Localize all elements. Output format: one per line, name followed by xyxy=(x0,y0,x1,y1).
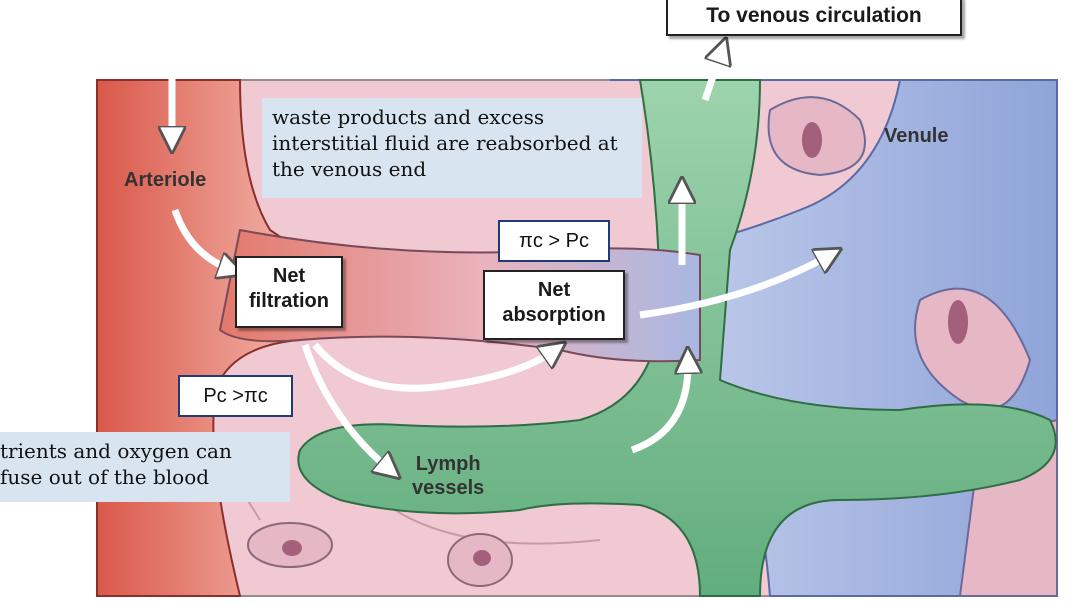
tissue-cells xyxy=(247,522,513,587)
arterial-condition-box: Pc >πc xyxy=(178,375,293,417)
net-absorption-box: Net absorption xyxy=(483,270,625,340)
capillary-to-venule-arrow xyxy=(639,255,830,319)
lymph-label-line2: vessels xyxy=(412,477,485,499)
arterial-condition-text: Pc >πc xyxy=(203,385,268,407)
arterial-end-note: trients and oxygen can fuse out of the b… xyxy=(0,432,290,502)
venous-condition-text: πc > Pc xyxy=(519,230,589,252)
net-absorption-line2: absorption xyxy=(502,304,606,326)
lymph-vessels-label: Lymph vessels xyxy=(412,452,484,500)
net-filtration-line1: Net xyxy=(272,265,306,287)
filtration-to-lymph-arrow xyxy=(301,343,390,470)
venule-label: Venule xyxy=(884,125,949,147)
net-filtration-box: Net filtration xyxy=(235,256,343,328)
arterial-end-note-line1: trients and oxygen can xyxy=(0,439,232,463)
arteriole-label: Arteriole xyxy=(124,169,207,191)
lymph-upflow-arrow xyxy=(630,360,688,454)
to-venous-circulation-arrow xyxy=(701,50,722,102)
venous-end-note: waste products and excess interstitial f… xyxy=(262,98,642,198)
arterial-end-note-line2: fuse out of the blood xyxy=(0,465,210,489)
filtration-to-absorption-arrow xyxy=(312,345,555,392)
to-venous-circulation-label: To venous circulation xyxy=(706,4,922,27)
venous-condition-box: πc > Pc xyxy=(498,220,610,262)
to-venous-circulation-box: To venous circulation xyxy=(666,0,962,36)
lymph-label-line1: Lymph xyxy=(415,453,481,475)
net-absorption-line1: Net xyxy=(537,279,571,301)
flow-arrows xyxy=(172,50,830,470)
arteriole-to-filtration-arrow xyxy=(171,208,232,270)
net-filtration-line2: filtration xyxy=(249,290,329,312)
venous-end-note-text: waste products and excess interstitial f… xyxy=(272,105,618,181)
